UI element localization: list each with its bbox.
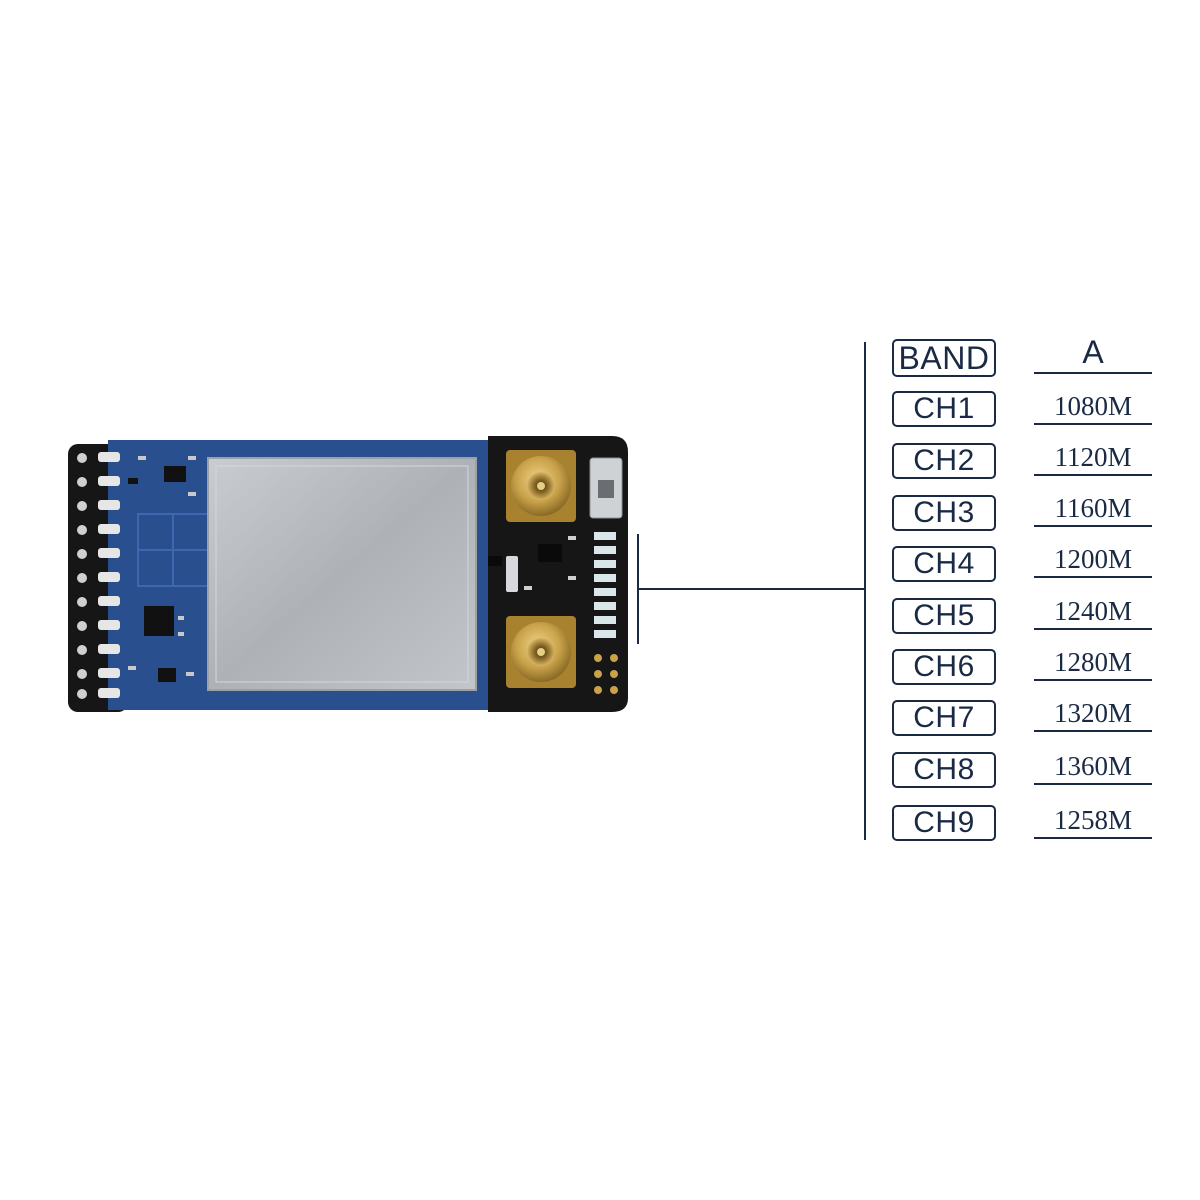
frequency-value: 1258M	[1034, 803, 1152, 839]
channel-leds	[594, 532, 616, 638]
pcb-module-image	[68, 436, 628, 712]
channel-label: CH8	[892, 752, 996, 788]
frequency-value: 1360M	[1034, 749, 1152, 785]
table-bracket	[864, 342, 866, 840]
frequency-value: 1320M	[1034, 696, 1152, 732]
frequency-value: 1080M	[1034, 389, 1152, 425]
band-value: A	[1034, 334, 1152, 374]
channel-label: CH7	[892, 700, 996, 736]
channel-label: CH2	[892, 443, 996, 479]
channel-label: CH5	[892, 598, 996, 634]
leader-bracket	[637, 534, 639, 644]
channel-label: CH3	[892, 495, 996, 531]
band-label: BAND	[892, 339, 996, 377]
channel-label: CH6	[892, 649, 996, 685]
channel-label: CH9	[892, 805, 996, 841]
frequency-value: 1120M	[1034, 440, 1152, 476]
frequency-value: 1240M	[1034, 594, 1152, 630]
channel-label: CH1	[892, 391, 996, 427]
frequency-value: 1280M	[1034, 645, 1152, 681]
channel-label: CH4	[892, 546, 996, 582]
frequency-value: 1160M	[1034, 491, 1152, 527]
sma-connector-bottom	[506, 616, 576, 688]
leader-line	[639, 588, 865, 590]
rf-shield	[207, 457, 477, 691]
frequency-value: 1200M	[1034, 542, 1152, 578]
pcb-module-drawing	[68, 436, 628, 712]
sma-connector-top	[506, 450, 576, 522]
